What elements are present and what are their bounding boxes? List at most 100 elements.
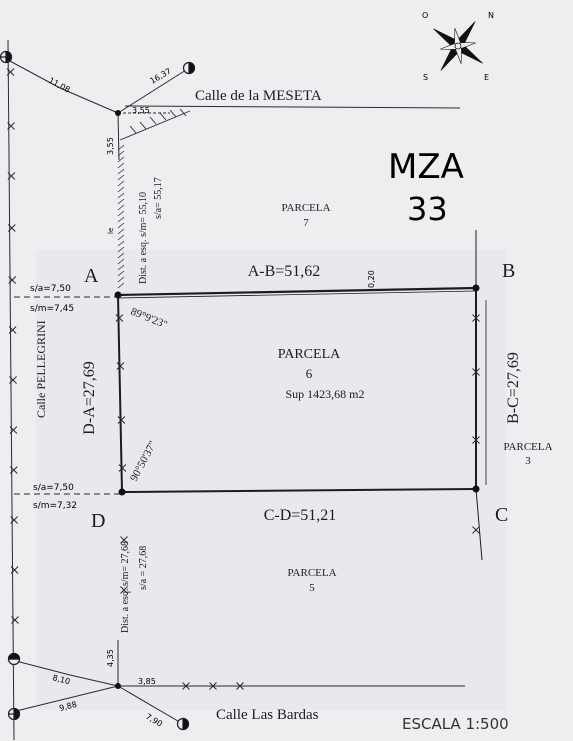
hatch-stroke xyxy=(117,270,125,277)
monument-nw-right xyxy=(182,61,196,75)
parcel-7-label: PARCELA xyxy=(281,202,330,214)
tick-mark xyxy=(9,376,17,384)
street-line-west xyxy=(7,39,15,741)
parcel-6-label: PARCELA xyxy=(278,347,341,362)
compass-o: O xyxy=(422,11,428,20)
vertex-a-label: A xyxy=(84,265,99,287)
dim-west-d-sa: s/a=7,50 xyxy=(33,483,74,493)
side-ab-label: A-B=51,62 xyxy=(248,263,321,280)
tick-mark xyxy=(8,276,17,284)
street-name-south: Calle Las Bardas xyxy=(216,707,319,723)
dim-west-a-sa: s/a=7,50 xyxy=(30,284,71,294)
sw-diag-line-2 xyxy=(11,685,119,713)
parcel-5-label: PARCELA xyxy=(287,567,336,579)
hatch-stroke xyxy=(117,210,125,217)
tick-mark xyxy=(115,314,124,322)
tick-mark xyxy=(6,68,15,76)
tick-mark xyxy=(472,314,480,322)
hatch-stroke xyxy=(117,168,125,175)
hatch-stroke xyxy=(117,258,125,265)
monument-sw-right xyxy=(176,717,190,731)
scale-label: ESCALA 1:500 xyxy=(402,715,509,733)
hatch-stroke xyxy=(117,174,125,181)
dim-dist-north-2: s/a= 55,17 xyxy=(153,177,164,219)
side-ab xyxy=(117,286,477,297)
tick-mark xyxy=(182,682,190,690)
street-line-meseta xyxy=(124,105,461,109)
vertex-b-point xyxy=(472,284,480,292)
block-number: 33 xyxy=(407,190,448,228)
hatch-stroke xyxy=(117,228,125,235)
dim-dist-north-1: Dist. a esq. s/m= 55,10 xyxy=(138,192,149,284)
compass-rose: N O S E xyxy=(422,11,494,82)
hatch-stroke xyxy=(117,186,125,193)
hatch-stroke xyxy=(117,240,125,247)
hatch-stroke xyxy=(117,252,125,259)
vertex-b-label: B xyxy=(502,260,515,282)
hatch-stroke xyxy=(117,204,125,211)
tick-mark xyxy=(9,466,18,474)
vertex-c-point xyxy=(472,485,480,493)
block-name: MZA xyxy=(388,147,464,187)
tick-mark xyxy=(120,586,128,594)
dim-sw-corner: 3,85 xyxy=(138,677,156,686)
hatch-stroke xyxy=(117,156,125,163)
tick-marks xyxy=(6,68,480,690)
east-ext-bottom xyxy=(475,488,483,561)
tick-mark xyxy=(209,682,217,690)
tick-mark xyxy=(118,464,127,472)
tick-mark xyxy=(236,682,244,690)
hatch-stroke xyxy=(117,216,125,223)
dim-nw-corner: 3,55 xyxy=(132,106,150,115)
nw-diag-line xyxy=(7,59,119,114)
tick-mark xyxy=(117,416,126,424)
monument-nw-left xyxy=(0,50,13,64)
parcel-3-label: PARCELA xyxy=(503,441,552,453)
side-ab-inner xyxy=(117,290,477,299)
parcel-3-number: 3 xyxy=(525,455,531,467)
compass-e: E xyxy=(484,73,489,82)
monument-sw-left xyxy=(7,652,21,666)
side-bc-label: B-C=27,69 xyxy=(505,352,522,424)
tick-mark xyxy=(472,526,480,534)
compass-n: N xyxy=(488,11,494,20)
vertex-d-label: D xyxy=(91,510,105,532)
parcel-6-area: Sup 1423,68 m2 xyxy=(285,387,364,401)
corner-hatch-nw xyxy=(119,108,191,141)
dashed-lines xyxy=(14,296,122,495)
dim-sw-vertical: 4,35 xyxy=(106,649,115,667)
tick-mark xyxy=(472,436,480,444)
side-da xyxy=(117,294,123,493)
tick-mark xyxy=(472,368,480,376)
vertex-c-label: C xyxy=(495,504,508,526)
hatch-west-boundary xyxy=(117,144,125,289)
parcel-5-number: 5 xyxy=(309,582,315,594)
dim-dist-south-1: Dist. a esq. s/m= 27,68 xyxy=(120,541,131,633)
hatch-stroke xyxy=(117,192,125,199)
vertex-points xyxy=(114,110,480,689)
tick-mark xyxy=(116,362,125,370)
street-name-west: Calle PELLEGRINI xyxy=(34,320,48,418)
tick-mark xyxy=(10,516,19,524)
tick-mark xyxy=(10,566,19,574)
tick-mark xyxy=(7,122,15,130)
hatch-stroke xyxy=(117,246,125,253)
hatch-stroke xyxy=(117,234,125,241)
parcel-7-number: 7 xyxy=(303,217,309,229)
dim-small-mark: le xyxy=(107,228,115,234)
tick-mark xyxy=(11,616,19,624)
dim-sw-diag-2: 9,88 xyxy=(58,700,77,713)
hatch-stroke xyxy=(117,282,125,289)
hatch-stroke xyxy=(117,222,125,229)
hatch-stroke xyxy=(117,162,125,169)
hatch-stroke xyxy=(117,180,125,187)
side-da-label: D-A=27,69 xyxy=(81,361,98,434)
dim-offset-ab: 0,20 xyxy=(367,270,376,288)
paper-shade xyxy=(36,250,506,710)
nw-diag-line-2 xyxy=(117,69,187,114)
side-cd-label: C-D=51,21 xyxy=(264,507,337,524)
compass-s: S xyxy=(423,73,428,82)
street-name-north: Calle de la MESETA xyxy=(195,88,322,104)
hatch-stroke xyxy=(117,276,125,283)
dim-west-a-sm: s/m=7,45 xyxy=(30,304,74,314)
